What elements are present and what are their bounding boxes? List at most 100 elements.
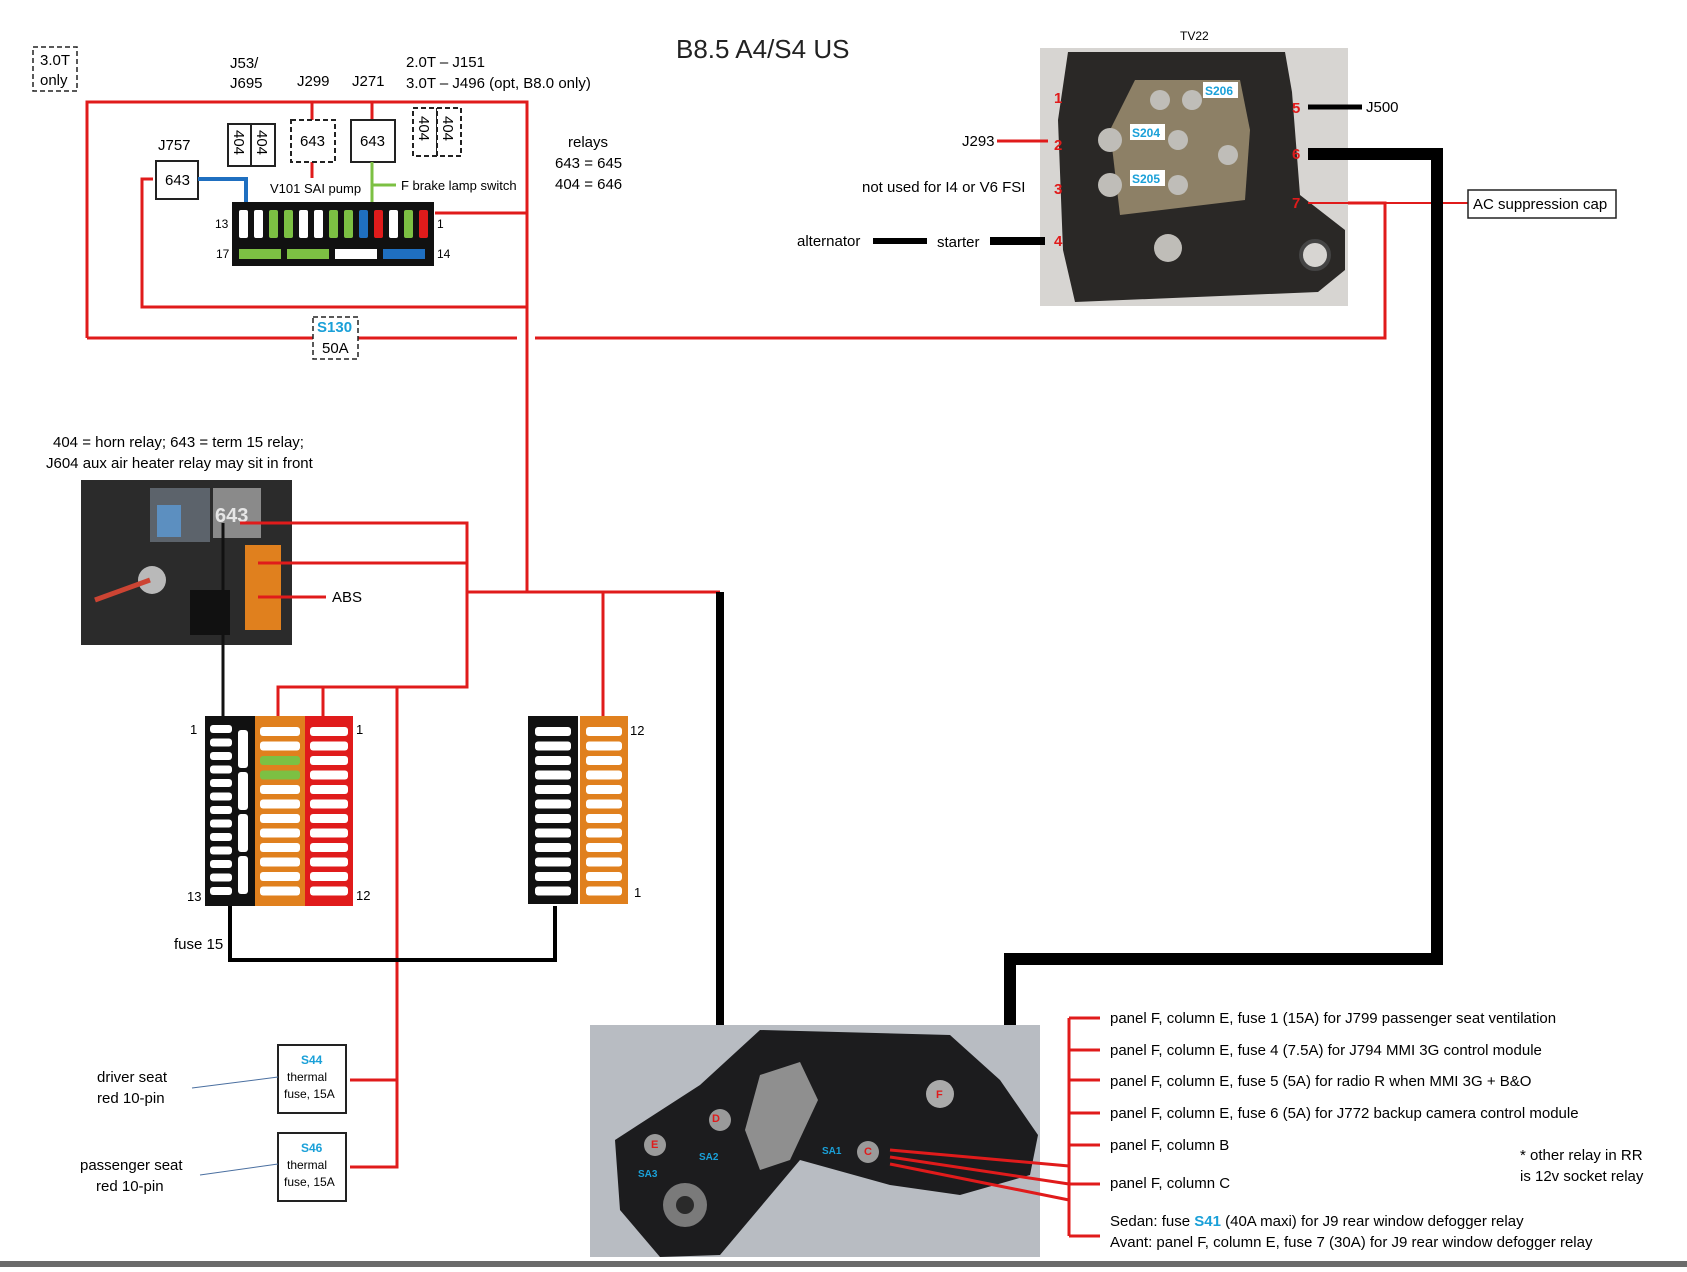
tv22-n6: 6 (1292, 146, 1300, 163)
panel-f-list: panel F, column E, fuse 1 (15A) for J799… (1110, 1010, 1593, 1251)
fuse-slot (310, 828, 348, 838)
relay-box-photo: 643 (81, 480, 292, 645)
block-sa1: SA1 (822, 1146, 842, 1157)
fuse-slot (586, 843, 622, 852)
fuse-slot (586, 799, 622, 809)
fuse-slot (210, 752, 232, 760)
bottom-border (0, 1261, 1687, 1267)
fuse-slot (586, 727, 622, 736)
relay-643-dashed (290, 119, 336, 163)
fuse-slot (535, 886, 571, 896)
panel-f-line3: panel F, column E, fuse 5 (5A) for radio… (1110, 1073, 1531, 1090)
relays-legend-line1: 643 = 645 (555, 155, 622, 172)
block-sa2: SA2 (699, 1152, 719, 1163)
fuse-slot (210, 819, 232, 828)
fuse-slot (310, 872, 348, 881)
fuse-s46-name: S46 (301, 1141, 323, 1155)
tv22-j500: J500 (1366, 99, 1399, 116)
fuse-s44-line1: thermal (287, 1070, 327, 1084)
fuse-slot (535, 756, 571, 765)
fuse-s130-box (312, 316, 359, 360)
label-j695: J695 (230, 75, 263, 92)
connector-pin (269, 210, 278, 238)
fuse-slot (238, 772, 248, 810)
relay-404-b-code: 404 (253, 130, 270, 155)
connector-pin (344, 210, 353, 238)
fuse15-label: fuse 15 (174, 936, 223, 953)
fuse-slot (586, 814, 622, 823)
pointer-passenger (199, 1163, 279, 1176)
connector-pin (287, 249, 329, 259)
fuse-slot (210, 779, 232, 787)
connector-pin (284, 210, 293, 238)
passenger-seat-line2: red 10-pin (96, 1178, 164, 1195)
driver-seat-line2: red 10-pin (97, 1090, 165, 1107)
relay-note-line2: J604 aux air heater relay may sit in fro… (46, 455, 314, 472)
fuse-slot (586, 770, 622, 780)
bottom-block-photo: E D F C SA3 SA2 SA1 (590, 1025, 1040, 1257)
fuse-s46-line2: fuse, 15A (284, 1175, 335, 1189)
label-j757: J757 (158, 137, 191, 154)
tv22-s206: S206 (1205, 84, 1233, 98)
fuse-slot (310, 857, 348, 867)
connector-pin-17: 17 (216, 247, 230, 261)
relay-404-dashed-a-code: 404 (415, 116, 432, 141)
connector-pin (383, 249, 425, 259)
panel-f-sedan-prefix: Sedan: fuse (1110, 1213, 1194, 1230)
panel-left-num-13: 13 (187, 889, 201, 904)
fuse-s44-box (277, 1044, 347, 1114)
fuse-s130-rating: 50A (322, 340, 349, 357)
fuse-slot (310, 814, 348, 823)
fuse-slot (210, 846, 232, 855)
block-e: E (651, 1139, 658, 1151)
fuse-slot (260, 785, 300, 794)
fuse-slot (210, 792, 232, 801)
connector-pin (314, 210, 323, 238)
connector-pin (389, 210, 398, 238)
pointer-driver (191, 1076, 279, 1089)
tv22-n4: 4 (1054, 233, 1063, 250)
block-sa3: SA3 (638, 1169, 658, 1180)
tv22-title: TV22 (1180, 29, 1209, 43)
fuse-slot (535, 785, 571, 794)
tv22-n5: 5 (1292, 100, 1300, 117)
fuse-slot (260, 814, 300, 823)
label-j53: J53/ (230, 55, 259, 72)
connector-pin (239, 210, 248, 238)
connector-pins (239, 210, 428, 259)
fuse15-wire (228, 906, 557, 962)
panel-f-wires (889, 1016, 1100, 1238)
fuse-slot (210, 738, 232, 747)
connector-pin-1: 1 (437, 217, 444, 231)
panel-left-num-1: 1 (190, 722, 197, 737)
fuse-slot (310, 741, 348, 751)
connector-pin-13: 13 (215, 217, 229, 231)
panel-red-num-12: 12 (356, 888, 370, 903)
engine-note-line1: 3.0T (40, 52, 70, 69)
panel-right-num-1: 1 (634, 885, 641, 900)
fuse-slot (210, 860, 232, 868)
fuse-slot (260, 741, 300, 751)
block-c: C (864, 1146, 872, 1158)
relays-legend-line2: 404 = 646 (555, 176, 622, 193)
fuse-slot (210, 806, 232, 814)
fuse-slot (310, 727, 348, 736)
connector-pin (329, 210, 338, 238)
fuse-slot (260, 872, 300, 881)
engine-note-line2: only (40, 72, 68, 89)
fuse-slot (535, 857, 571, 867)
fuse-slot (310, 843, 348, 852)
fuse-slot (310, 770, 348, 780)
relay-404-a-code: 404 (230, 130, 247, 155)
fuse-panel-left (205, 716, 353, 906)
fuse-slot (210, 833, 232, 841)
tv22-starter: starter (937, 234, 980, 251)
relay-643-dashed-code: 643 (300, 133, 325, 150)
panel-f-line6: panel F, column C (1110, 1175, 1230, 1192)
fuse-slot (586, 828, 622, 838)
fuse-slot (238, 730, 248, 768)
panel-f-line1: panel F, column E, fuse 1 (15A) for J799… (1110, 1010, 1556, 1027)
fuse-slot (210, 765, 232, 774)
relay-643-solid (350, 119, 396, 163)
